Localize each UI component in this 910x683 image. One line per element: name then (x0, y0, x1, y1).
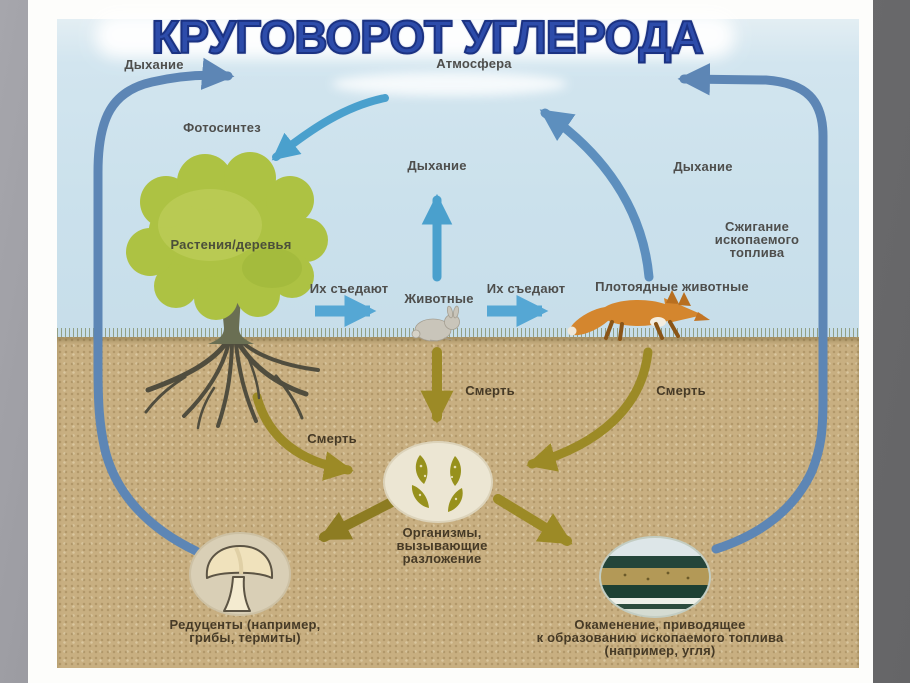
decomposing-leaves-icon (383, 441, 493, 523)
decay-to-reducers-arrow (318, 497, 397, 542)
respiration-arc-left (93, 57, 235, 556)
tree-canopy (126, 152, 328, 320)
fox-icon (567, 290, 710, 341)
label-reducers: Редуценты (например, грибы, термиты) (169, 617, 321, 645)
label-respiration-left: Дыхание (124, 57, 184, 72)
fossil-burning-arc-right (677, 63, 828, 554)
tree-trunk (208, 296, 254, 344)
respiration-arc-carnivore (539, 108, 654, 282)
fossil-layers-icon (599, 536, 711, 618)
label-fossil-burning: Сжигание ископаемого топлива (714, 219, 800, 260)
cloud (332, 72, 567, 96)
label-death-carnivore: Смерть (656, 383, 706, 398)
label-respiration-right: Дыхание (673, 159, 733, 174)
label-death-plant: Смерть (307, 431, 357, 446)
label-photosynthesis: Фотосинтез (183, 120, 261, 135)
death-arrow-carnivore (526, 347, 653, 472)
mushroom-icon (189, 532, 291, 616)
soil-background (57, 337, 859, 668)
photosynthesis-arrow (271, 94, 389, 161)
label-eaten-1: Их съедают (309, 281, 389, 296)
cloud (95, 14, 735, 58)
rabbit-icon (411, 305, 460, 342)
label-carnivores: Плотоядные животные (595, 279, 749, 294)
label-fossilization: Окаменение, приводящее к образованию иск… (536, 617, 784, 658)
label-herbivores: Животные (404, 291, 474, 306)
label-death-herbivore: Смерть (465, 383, 515, 398)
label-eaten-2: Их съедают (486, 281, 566, 296)
label-plants: Растения/деревья (170, 237, 292, 252)
grass-line (57, 328, 859, 337)
label-atmosphere: Атмосфера (436, 56, 512, 71)
page-title: КРУГОВОРОТ УГЛЕРОДА (150, 10, 704, 64)
label-decomposer-organisms: Организмы, вызывающие разложение (396, 525, 488, 566)
decay-to-fossil-arrow (493, 494, 573, 546)
death-arrow-plant (252, 392, 354, 481)
label-respiration-center: Дыхание (407, 158, 467, 173)
tree-icon (126, 152, 328, 430)
